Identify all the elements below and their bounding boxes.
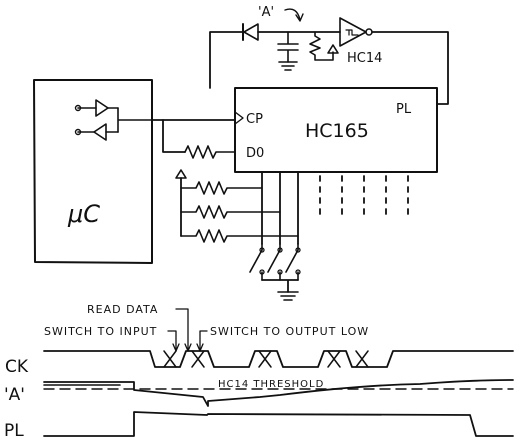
switch-to-output-low-label: SWITCH TO OUTPUT LOW	[210, 325, 369, 338]
trace-a-label: 'A'	[4, 385, 25, 405]
hc165-chip: HC165 CP D0 PL	[234, 87, 438, 173]
pin-pl-label: PL	[396, 102, 412, 117]
read-data-label: READ DATA	[87, 303, 158, 316]
pin-cp-label: CP	[246, 112, 263, 127]
trace-ck: CK	[5, 350, 514, 377]
node-a-label: 'A'	[258, 5, 274, 20]
timing-annotations: READ DATA SWITCH TO INPUT SWITCH TO OUTP…	[44, 303, 369, 352]
trace-a: 'A' HC14 THRESHOLD	[4, 379, 514, 407]
inverter-label: HC14	[347, 51, 382, 66]
trace-pl: PL	[4, 411, 514, 441]
microcontroller-block: μC	[33, 79, 153, 264]
mcu-label: μC	[67, 200, 100, 228]
pin-do-label: D0	[246, 146, 264, 161]
feedback-loop: 'A' HC14	[209, 5, 449, 105]
trace-ck-label: CK	[5, 357, 29, 377]
chip-label: HC165	[305, 120, 369, 142]
switch-to-input-label: SWITCH TO INPUT	[44, 325, 157, 338]
trace-pl-label: PL	[4, 421, 24, 441]
input-network	[175, 169, 409, 301]
threshold-label: HC14 THRESHOLD	[218, 379, 324, 390]
mcu-to-chip-wires	[151, 119, 236, 159]
